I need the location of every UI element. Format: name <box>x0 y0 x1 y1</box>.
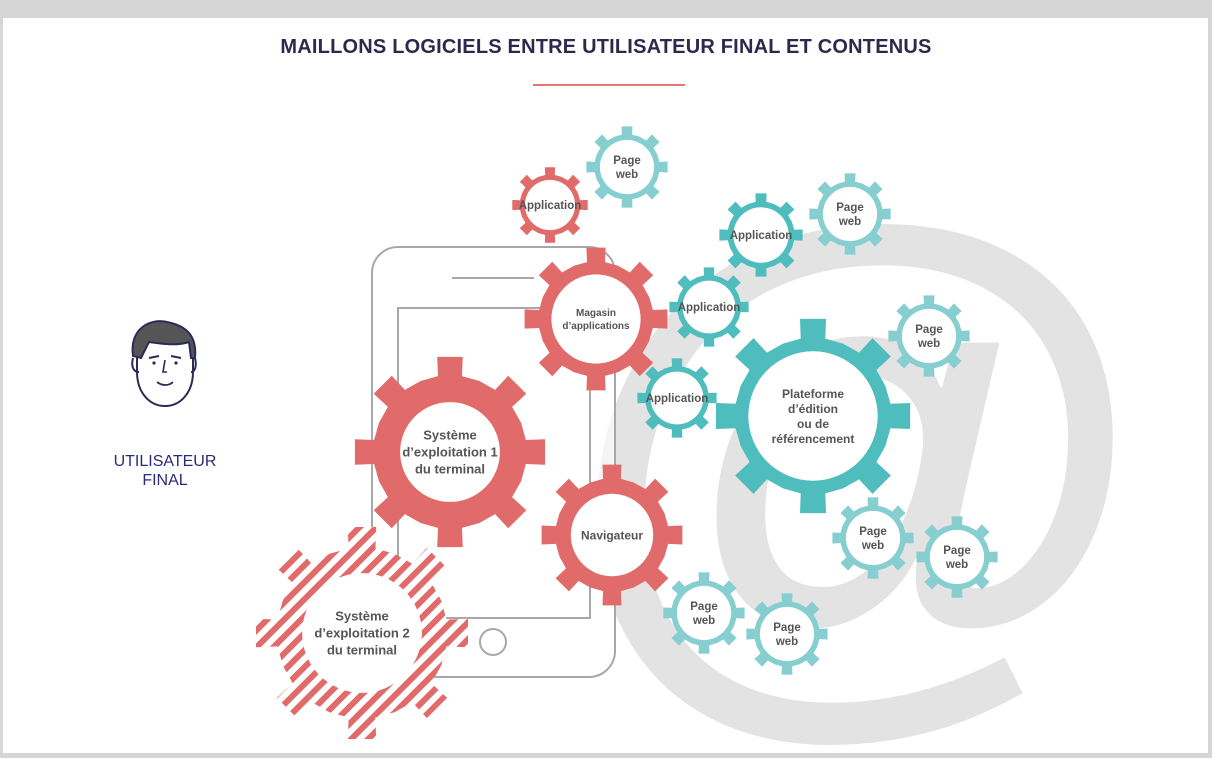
gear-hub <box>570 493 654 577</box>
gear-web-1: Page web <box>586 126 668 208</box>
gear-store: Magasin d’applications <box>524 247 668 391</box>
gear-hub <box>524 179 576 231</box>
gear-hub <box>551 274 641 364</box>
gear-web-6: Page web <box>663 572 745 654</box>
gear-label: Application <box>646 393 709 405</box>
page-title: MAILLONS LOGICIELS ENTRE UTILISATEUR FIN… <box>280 36 932 58</box>
gear-label: Page <box>613 155 641 167</box>
gear-hub <box>400 402 500 502</box>
gear-label: d’exploitation 2 <box>314 626 409 641</box>
gear-hub <box>676 585 732 641</box>
gear-label: ou de <box>797 417 829 431</box>
gear-label: Page <box>915 324 943 336</box>
gear-label: Navigateur <box>581 528 643 542</box>
gear-label: Système <box>423 428 476 443</box>
gear-label: Page <box>836 202 864 214</box>
gear-web-4: Page web <box>832 497 914 579</box>
gear-label: web <box>945 559 968 571</box>
gear-hub <box>733 207 789 263</box>
gear-browser: Navigateur <box>541 464 683 606</box>
gear-label: d’édition <box>788 402 838 416</box>
gear-label: Page <box>773 622 801 634</box>
gear-hub <box>748 351 878 481</box>
gear-label: Plateforme <box>782 387 844 401</box>
gear-label: web <box>838 216 861 228</box>
gear-label: web <box>775 636 798 648</box>
gear-app-3: Application <box>637 358 717 438</box>
end-user-label-line2: FINAL <box>142 472 188 489</box>
gear-label: web <box>692 615 715 627</box>
gear-label: Page <box>859 526 887 538</box>
gear-label: Application <box>519 200 582 212</box>
gear-app-top: Application <box>512 167 588 243</box>
gear-label: Page <box>943 545 971 557</box>
gear-label: Magasin <box>576 308 616 319</box>
gear-label: du terminal <box>327 643 397 658</box>
gear-label: Application <box>730 230 793 242</box>
gear-web-2: Page web <box>809 173 891 255</box>
gear-hub <box>302 573 422 693</box>
gear-label: Système <box>335 609 388 624</box>
gear-label: web <box>861 540 884 552</box>
gear-hub <box>901 308 957 364</box>
end-user-label-line1: UTILISATEUR <box>113 453 217 470</box>
gear-web-3: Page web <box>888 295 970 377</box>
gear-label: référencement <box>772 432 855 446</box>
gear-hub <box>759 606 815 662</box>
gear-hub <box>650 371 704 425</box>
gear-hub <box>929 529 985 585</box>
gear-os2: Système d’exploitation 2 du terminal <box>256 527 468 739</box>
gear-label: web <box>917 338 940 350</box>
gear-hub <box>599 139 655 195</box>
gear-label: d’exploitation 1 <box>402 445 497 460</box>
gear-app-2: Application <box>669 267 749 347</box>
gear-hub <box>682 280 736 334</box>
gear-os1: Système d’exploitation 1 du terminal <box>354 356 546 548</box>
title-underline <box>533 84 685 86</box>
gear-hub <box>845 510 901 566</box>
gear-app-1: Application <box>719 193 803 277</box>
gear-label: du terminal <box>415 462 485 477</box>
gear-label: web <box>615 169 638 181</box>
gear-label: Page <box>690 601 718 613</box>
gear-web-7: Page web <box>746 593 828 675</box>
end-user-label: UTILISATEUR FINAL <box>90 452 240 490</box>
gear-label: Application <box>678 302 741 314</box>
gear-web-5: Page web <box>916 516 998 598</box>
user-face-icon <box>131 320 197 408</box>
gear-hub <box>822 186 878 242</box>
gear-label: d’applications <box>562 321 630 332</box>
